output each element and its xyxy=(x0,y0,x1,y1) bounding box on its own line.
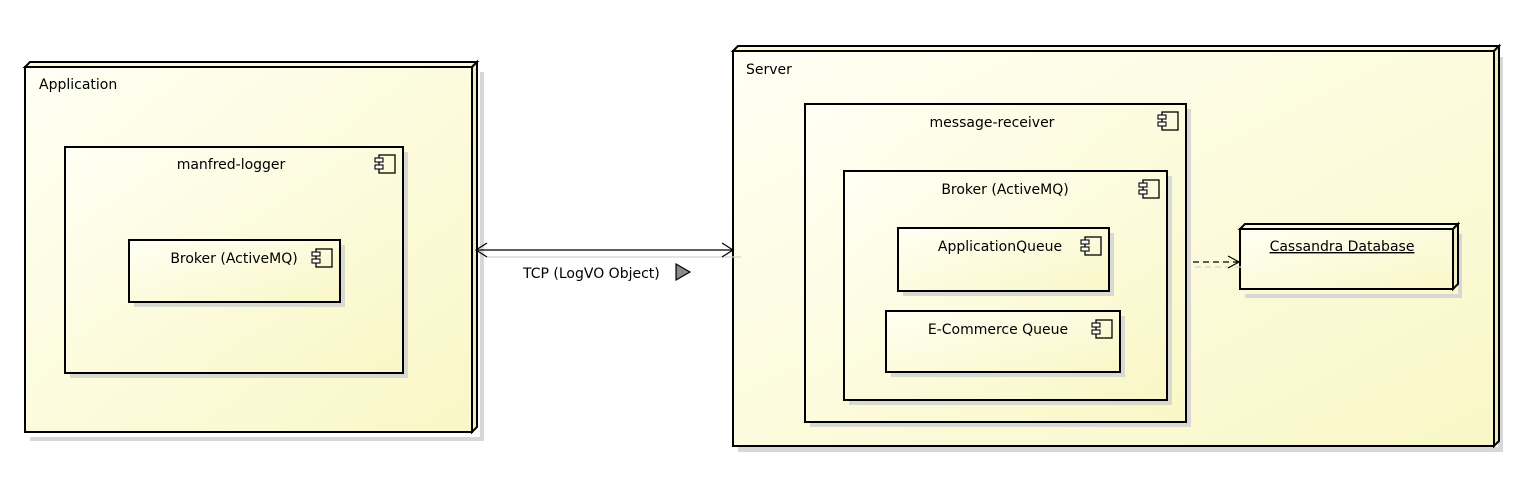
component-icon xyxy=(1157,111,1179,131)
component-icon xyxy=(1138,179,1160,199)
broker-app-label: Broker (ActiveMQ) xyxy=(170,251,297,267)
cassandra-database-node[interactable]: Cassandra Database xyxy=(1237,221,1462,298)
broker-server-label: Broker (ActiveMQ) xyxy=(941,182,1068,198)
application-queue-component[interactable]: ApplicationQueue xyxy=(897,227,1114,296)
tcp-connection-label: TCP (LogVO Object) xyxy=(522,266,660,282)
cassandra-database-label: Cassandra Database xyxy=(1270,239,1415,255)
component-icon xyxy=(1091,319,1113,339)
broker-app-component[interactable]: Broker (ActiveMQ) xyxy=(128,239,345,307)
tcp-connection[interactable] xyxy=(474,242,741,258)
component-icon xyxy=(374,154,396,174)
open-arrowhead-icon xyxy=(1227,255,1241,269)
dependency-arrow[interactable] xyxy=(1193,255,1244,269)
application-node-label: Application xyxy=(39,77,117,93)
manfred-logger-label: manfred-logger xyxy=(177,157,286,173)
ecommerce-queue-component[interactable]: E-Commerce Queue xyxy=(885,310,1125,377)
application-queue-label: ApplicationQueue xyxy=(938,239,1062,255)
component-icon xyxy=(311,248,333,268)
message-receiver-label: message-receiver xyxy=(930,115,1055,131)
direction-triangle-icon xyxy=(675,262,692,282)
ecommerce-queue-label: E-Commerce Queue xyxy=(928,322,1068,338)
component-icon xyxy=(1080,236,1102,256)
arrowhead-right-icon xyxy=(721,242,735,258)
arrowhead-left-icon xyxy=(474,242,488,258)
server-node-label: Server xyxy=(746,62,792,78)
